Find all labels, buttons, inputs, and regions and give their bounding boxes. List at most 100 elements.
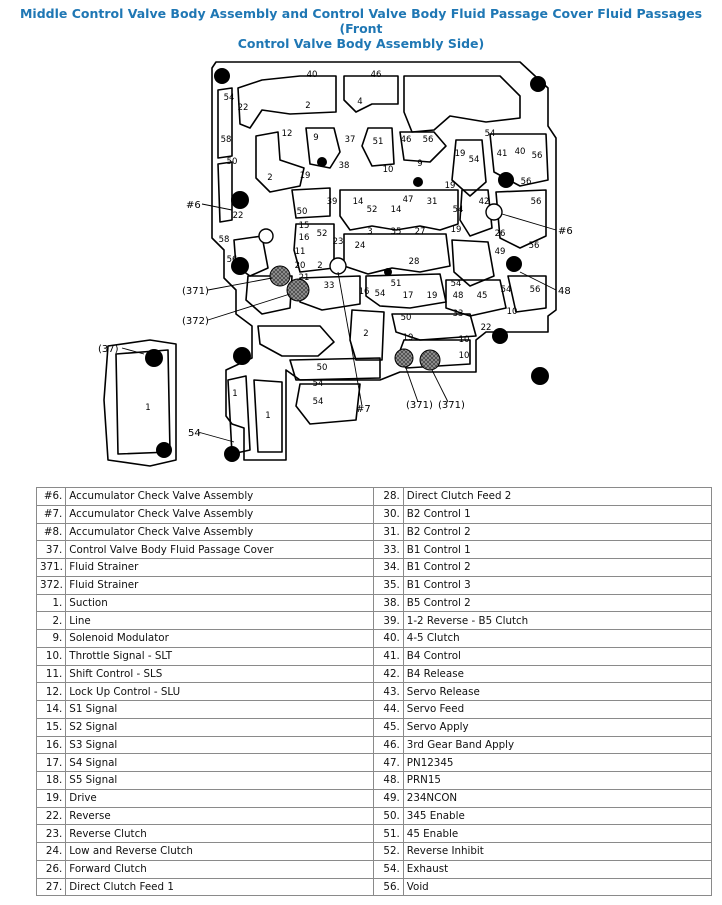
passage-label: 37 xyxy=(345,135,356,145)
legend-description: B2 Control 2 xyxy=(402,522,713,542)
legend-description: 45 Enable xyxy=(402,824,713,843)
passage-label: 46 xyxy=(401,135,412,145)
bolt-hole xyxy=(317,157,327,167)
legend-number: 51. xyxy=(373,824,404,843)
passage-label: 48 xyxy=(453,291,464,301)
passage-label: 46 xyxy=(371,70,382,80)
legend-description: 234NCON xyxy=(402,788,713,808)
legend-description: Control Valve Body Fluid Passage Cover xyxy=(65,540,375,559)
legend-description: Void xyxy=(402,877,713,897)
legend-description: 345 Enable xyxy=(402,806,713,826)
passage-label: 17 xyxy=(403,291,414,301)
legend-description: B4 Control xyxy=(402,646,713,666)
passage-label: 26 xyxy=(495,229,506,239)
legend-description: Line xyxy=(65,611,375,630)
passage-label: 11 xyxy=(295,247,306,257)
callout-7: #7 xyxy=(356,404,371,415)
legend-description: S2 Signal xyxy=(65,717,375,737)
passage-label: 38 xyxy=(339,161,350,171)
legend-number: 35. xyxy=(373,575,404,595)
passage-label: 19 xyxy=(445,181,456,191)
legend-description: Fluid Strainer xyxy=(65,558,375,577)
callout-48: 48 xyxy=(558,286,571,297)
legend-description: B5 Control 2 xyxy=(402,593,713,613)
bolt-hole xyxy=(224,446,240,462)
legend-number: 26. xyxy=(35,859,67,879)
legend-number: 44. xyxy=(373,700,404,719)
passage-label: 56 xyxy=(530,285,541,295)
passage-label: 50 xyxy=(401,313,412,323)
legend-number: 30. xyxy=(373,504,404,524)
legend-number: 18. xyxy=(35,771,67,790)
passage-label: 20 xyxy=(295,261,306,271)
legend-description: Shift Control - SLS xyxy=(65,664,375,684)
passage-label: 19 xyxy=(300,171,311,181)
legend-number: 1. xyxy=(35,593,67,613)
passage-label: 16 xyxy=(299,233,310,243)
passage-label: 10 xyxy=(383,165,394,175)
passage-label: 56 xyxy=(532,151,543,161)
legend-description: Reverse xyxy=(65,806,375,826)
legend-number: 46. xyxy=(373,735,404,755)
legend-number: 17. xyxy=(35,753,67,772)
legend-description: Low and Reverse Clutch xyxy=(65,842,375,861)
legend-number: 52. xyxy=(373,842,404,861)
legend-description: Servo Apply xyxy=(402,717,713,737)
passage-label: 56 xyxy=(423,135,434,145)
legend-number: 15. xyxy=(35,717,67,737)
strainer-371 xyxy=(269,265,291,287)
cover-outline xyxy=(103,339,177,467)
passage-label: 22 xyxy=(233,211,244,221)
bolt-hole xyxy=(231,191,249,209)
legend-number: 27. xyxy=(35,877,67,897)
callout-371-lower-b: (371) xyxy=(438,400,465,411)
passage-label: 21 xyxy=(299,273,310,283)
bolt-hole xyxy=(498,172,514,188)
passage-label: 39 xyxy=(327,197,338,207)
strainer-372 xyxy=(286,278,310,302)
legend-description: B1 Control 2 xyxy=(402,558,713,577)
passage-label: 2 xyxy=(317,261,322,271)
legend-description: 1-2 Reverse - B5 Clutch xyxy=(402,611,713,630)
passage-label: 10 xyxy=(507,307,518,317)
legend-description: Servo Feed xyxy=(402,700,713,719)
passage-label: 22 xyxy=(238,103,249,113)
title-line-2: Control Valve Body Assembly Side) xyxy=(237,36,485,51)
title-line-1: Middle Control Valve Body Assembly and C… xyxy=(19,6,703,36)
passage-label: 49 xyxy=(495,247,506,257)
legend-number: 47. xyxy=(373,753,404,772)
legend-description: S3 Signal xyxy=(65,735,375,755)
passage-label: 56 xyxy=(531,197,542,207)
passage-label: 52 xyxy=(367,205,378,215)
passage-label: 41 xyxy=(497,149,508,159)
legend-description: Servo Release xyxy=(402,682,713,701)
passage-label: 54 xyxy=(375,289,386,299)
bolt-hole xyxy=(231,257,249,275)
passage-label: 22 xyxy=(481,323,492,333)
callout-371-upper: (371) xyxy=(182,286,209,297)
legend-description: Throttle Signal - SLT xyxy=(65,646,375,666)
legend-number: 24. xyxy=(35,842,67,861)
legend-description: S4 Signal xyxy=(65,753,375,772)
passage-label: 54 xyxy=(224,93,235,103)
strainer-371-lower xyxy=(394,348,414,368)
passage-label: 54 xyxy=(451,279,462,289)
legend-description: Solenoid Modulator xyxy=(65,629,375,648)
passage-label: 35 xyxy=(391,227,402,237)
bolt-hole xyxy=(506,256,522,272)
passage-label: 28 xyxy=(409,257,420,267)
passage-label: 50 xyxy=(227,157,238,167)
passage-label: 56 xyxy=(529,241,540,251)
passage-label: 54 xyxy=(469,155,480,165)
passage-label: 23 xyxy=(333,237,344,247)
passage-label: 51 xyxy=(391,279,402,289)
legend-number: #8. xyxy=(35,522,67,542)
passage-label: 40 xyxy=(515,147,526,157)
